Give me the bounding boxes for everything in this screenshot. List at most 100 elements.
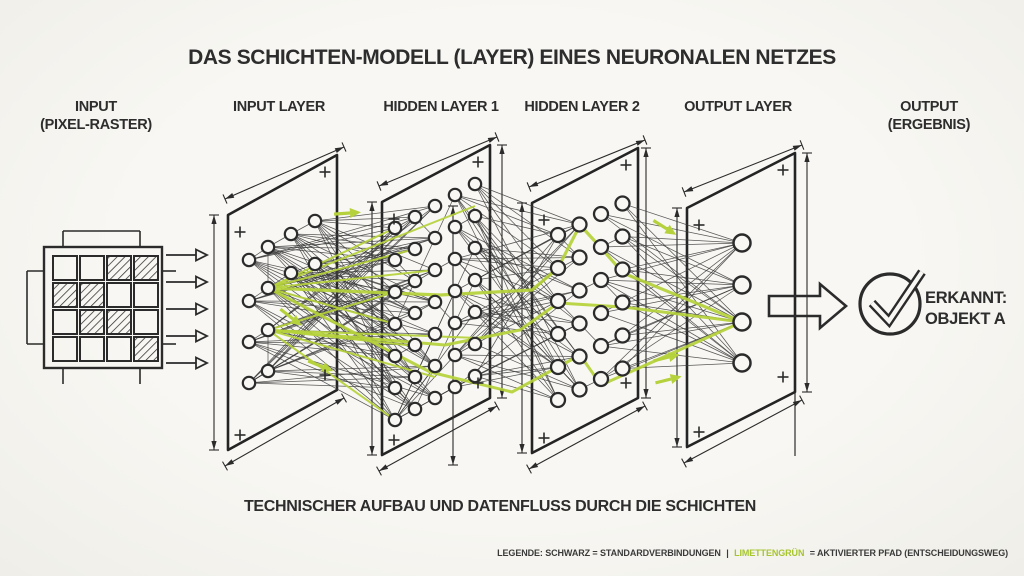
dim-arrow-head: [792, 400, 802, 407]
input-arrow-head: [195, 302, 210, 316]
column-label-input: INPUT (PIXEL-RASTER): [40, 99, 152, 133]
connection-line: [622, 236, 743, 323]
connection-line: [248, 259, 396, 325]
dim-arrow-head: [487, 137, 497, 143]
connection-line: [394, 354, 456, 421]
neuron-node: [549, 358, 567, 376]
connection-line: [267, 329, 396, 357]
connection-line: [434, 194, 456, 239]
neuron-node: [407, 401, 423, 417]
connection-line: [248, 300, 436, 303]
dim-serif: [341, 393, 347, 403]
connection-line: [248, 382, 396, 389]
dim-line: [683, 144, 803, 193]
neuron-node: [427, 230, 443, 246]
activated-path-line: [267, 329, 396, 421]
dim-serif: [222, 194, 228, 204]
connection-line: [248, 259, 416, 314]
neuron-node: [447, 251, 463, 267]
dim-arrow-head: [674, 208, 680, 217]
connection-line: [454, 258, 559, 302]
neuron-node: [447, 379, 463, 395]
dim-arrow-head: [529, 462, 539, 469]
neuron-node: [614, 261, 631, 278]
connection-line: [394, 280, 416, 325]
pixel-cell-hatched: [52, 282, 78, 308]
connection-line: [454, 354, 559, 401]
neuron-node: [283, 265, 299, 281]
activated-path-line: [267, 291, 396, 331]
dim-serif: [341, 142, 347, 152]
neuron-node: [387, 412, 403, 428]
neuron-node: [614, 294, 631, 311]
connection-line: [622, 284, 743, 303]
connection-line: [474, 356, 580, 377]
neuron-node: [571, 348, 588, 365]
dim-arrow-head: [529, 181, 539, 187]
neuron-node: [260, 363, 276, 379]
connection-line: [267, 370, 416, 378]
connection-line: [474, 311, 580, 324]
pixel-cell: [52, 336, 78, 362]
result-line-2: OBJEKT A: [925, 310, 1006, 328]
connection-line: [474, 279, 559, 401]
dim-line: [378, 136, 498, 187]
dim-serif: [376, 466, 382, 476]
dim-line: [378, 405, 498, 472]
connection-line: [314, 220, 416, 282]
connection-line: [454, 194, 559, 236]
connection-line: [314, 220, 396, 293]
connection-line: [290, 233, 436, 303]
neuron-node: [427, 326, 443, 342]
pixel-cell: [133, 309, 159, 335]
activated-path-arrows: [279, 208, 682, 385]
dim-arrow-head: [225, 193, 235, 199]
connection-line: [267, 205, 436, 331]
dim-arrow-head: [379, 180, 389, 186]
bottom-caption: TECHNISCHER AUFBAU UND DATENFLUSS DURCH …: [243, 498, 757, 515]
neuron-node: [592, 370, 610, 388]
input-arrows: [166, 248, 210, 370]
connection-line: [474, 343, 580, 390]
neuron-node: [467, 304, 483, 320]
connection-line: [622, 242, 743, 336]
dim-arrow-head: [225, 459, 235, 466]
neuron-node: [467, 368, 483, 384]
connection-line: [454, 226, 580, 291]
connection-line: [474, 366, 559, 377]
flow-arrow-outline: [767, 281, 849, 331]
connection-line: [454, 322, 559, 335]
dim-arrow-head: [334, 147, 344, 153]
pixel-cell: [106, 336, 132, 362]
dim-arrow-head: [369, 202, 375, 211]
neuron-node: [571, 249, 588, 266]
neuron-node: [549, 325, 567, 343]
connection-line: [290, 272, 396, 293]
connection-line: [474, 224, 580, 345]
neuron-node: [571, 216, 588, 233]
neuron-node: [447, 347, 463, 363]
dim-arrow-head: [519, 203, 525, 212]
neuron-node: [447, 219, 463, 235]
column-label-hidden-layer-1: HIDDEN LAYER 1: [383, 99, 499, 115]
connection-line: [454, 290, 580, 324]
pixel-cell: [106, 282, 132, 308]
connection-line: [622, 236, 743, 364]
connection-line: [267, 216, 416, 331]
connection-line: [414, 237, 436, 282]
column-label-output-layer: OUTPUT LAYER: [684, 99, 792, 115]
neuron-node: [549, 226, 567, 244]
neuron-node: [407, 209, 423, 225]
connection-line: [290, 272, 396, 421]
connection-line: [474, 247, 559, 302]
neuron-node: [260, 322, 276, 338]
activated-path-arrow: [652, 219, 677, 235]
neuron-node: [592, 238, 610, 256]
pixel-cell-hatched: [106, 255, 132, 281]
connection-line: [474, 234, 559, 377]
dim-arrow-head: [519, 444, 525, 453]
connection-line: [454, 234, 559, 356]
pixel-cell: [79, 336, 105, 362]
pixel-grid-frame: [42, 245, 164, 370]
